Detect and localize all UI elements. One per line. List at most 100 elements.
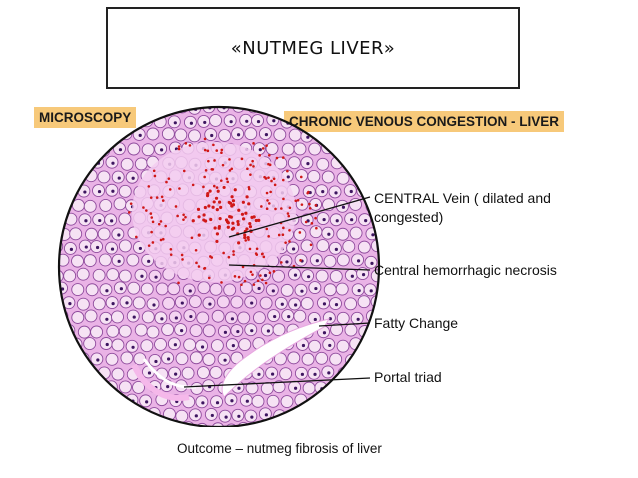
hepatocyte — [307, 170, 321, 183]
rbc-dot — [150, 216, 154, 219]
rbc-dot — [176, 214, 179, 218]
nucleus — [105, 317, 109, 321]
rbc-dot — [151, 220, 155, 224]
rbc-dot — [252, 165, 255, 168]
rbc-dot — [230, 167, 234, 171]
rbc-dot — [177, 147, 181, 151]
rbc-dot — [215, 232, 220, 236]
central-zone — [132, 142, 296, 282]
rbc-dot — [228, 169, 232, 172]
nucleus — [292, 247, 296, 251]
hepatocyte — [295, 169, 309, 182]
hepatocyte — [111, 310, 124, 324]
rbc-dot — [224, 218, 229, 222]
nucleus — [140, 274, 144, 278]
nucleus — [111, 189, 115, 193]
nucleus — [60, 287, 65, 291]
nucleus — [328, 317, 332, 321]
rbc-dot — [281, 156, 285, 159]
field-outline — [57, 105, 381, 427]
hepatocyte — [111, 338, 125, 352]
nucleus — [306, 135, 310, 139]
rbc-dot — [191, 183, 195, 187]
rbc-dot — [284, 241, 287, 244]
rbc-dot — [252, 283, 256, 286]
rbc-dot — [174, 205, 178, 208]
hepatocyte — [98, 253, 112, 267]
hepatocyte — [287, 351, 301, 365]
rbc-dot — [309, 243, 313, 247]
rbc-dot — [197, 215, 201, 219]
rbc-dot — [203, 205, 207, 210]
rbc-dot — [241, 265, 245, 269]
rbc-dot — [244, 239, 248, 242]
nucleus — [327, 232, 331, 236]
nucleus — [371, 233, 375, 237]
nucleus — [173, 343, 177, 347]
rbc-dot — [233, 275, 237, 278]
hepatocyte — [76, 267, 90, 281]
rbc-dot — [211, 205, 215, 209]
hepatocyte — [141, 143, 155, 157]
rbc-dot — [195, 261, 198, 265]
rbc-dot — [202, 213, 206, 217]
rbc-dot — [147, 185, 151, 188]
rbc-dot — [268, 202, 271, 205]
nucleus — [322, 331, 327, 335]
rbc-dot — [244, 211, 248, 215]
hepatocyte — [336, 227, 350, 241]
hepatocyte — [230, 295, 244, 309]
rbc-dot — [249, 163, 252, 167]
nucleus — [341, 205, 346, 209]
rbc-dot — [142, 206, 145, 209]
liver-section-diagram — [57, 105, 381, 427]
hepatocyte — [76, 297, 90, 311]
rbc-dot — [212, 184, 216, 188]
rbc-dot — [157, 222, 161, 226]
rbc-dot — [281, 178, 285, 182]
nucleus — [314, 286, 318, 291]
rbc-dot — [266, 199, 269, 202]
rbc-dot — [191, 219, 195, 223]
nucleus — [245, 119, 249, 123]
hepatocyte — [272, 269, 286, 283]
rbc-dot — [272, 270, 276, 273]
rbc-dot — [256, 279, 260, 283]
nucleus — [315, 259, 319, 263]
rbc-dot — [177, 281, 180, 285]
rbc-dot — [210, 167, 214, 171]
hepatocyte — [154, 337, 167, 351]
rbc-dot — [265, 227, 269, 231]
condition-tag: CHRONIC VENOUS CONGESTION - LIVER — [284, 111, 565, 132]
nucleus — [117, 176, 121, 180]
hepatocyte — [293, 142, 307, 156]
rbc-dot — [231, 221, 235, 225]
rbc-dot — [215, 207, 219, 212]
hepatocyte — [211, 422, 225, 427]
nucleus — [334, 247, 338, 251]
rbc-dot — [208, 189, 212, 193]
rbc-dot — [214, 196, 219, 200]
microscopy-tag: MICROSCOPY — [34, 107, 137, 128]
nucleus — [231, 344, 235, 348]
rbc-dot — [287, 214, 291, 218]
hepatocyte — [127, 142, 141, 156]
nucleus — [230, 399, 234, 403]
hepatocyte — [127, 281, 141, 295]
rbc-dot — [245, 227, 249, 231]
nucleus — [173, 121, 177, 125]
rbc-dot — [215, 239, 219, 244]
rbc-dot — [210, 256, 214, 259]
leader-necrosis — [228, 264, 371, 271]
hepatocyte — [293, 227, 307, 241]
nucleus — [328, 343, 332, 348]
hepatocyte — [155, 282, 169, 296]
hepatocyte — [175, 409, 189, 423]
hepatocyte — [69, 227, 83, 241]
nucleus — [293, 386, 298, 390]
rbc-dot — [177, 145, 181, 148]
rbc-dot — [248, 222, 252, 226]
rbc-dot — [204, 169, 208, 172]
rbc-dot — [207, 204, 211, 208]
hepatocyte — [216, 295, 230, 309]
